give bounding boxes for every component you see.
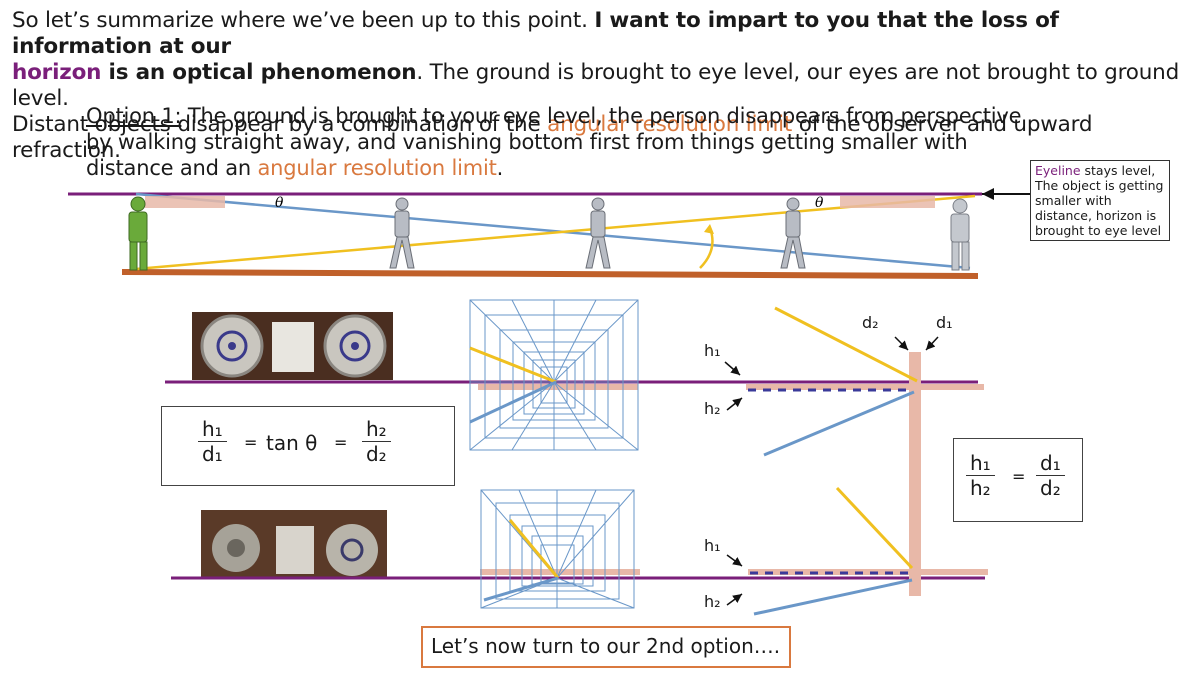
sightline-yellow-top — [135, 194, 976, 271]
equals-sign-2: = — [334, 433, 348, 452]
intro-line1-plain: So let’s summarize where we’ve been up t… — [12, 8, 595, 33]
fraction-h1-d1: h₁ d₁ — [198, 417, 227, 466]
next-option-callout: Let’s now turn to our 2nd option…. — [421, 626, 791, 668]
photo-thumbnail-2 — [201, 510, 387, 578]
label-d1: d₁ — [936, 313, 953, 332]
option-1-body: The ground is brought to your eye level,… — [86, 104, 1022, 180]
pink-band-bot-right — [748, 569, 988, 575]
tan-theta: tan θ — [266, 431, 318, 455]
intro-line1-bold: I want to impart to you that the loss of… — [12, 8, 1059, 59]
ground-line-top — [121, 269, 979, 279]
perspective-grid-top — [469, 299, 639, 451]
h1-arrow-bottom — [726, 554, 743, 567]
label-h1-bottom: h₁ — [704, 536, 721, 555]
pink-band-mid-left — [478, 384, 638, 390]
fraction-d2-den-2: d₂ — [1040, 476, 1061, 500]
person-figure-3 — [585, 197, 611, 269]
note-eyeline-word: Eyeline — [1035, 163, 1081, 178]
option-1-text: Option 1: The ground is brought to your … — [86, 103, 1026, 181]
intro-line2-bold: is an optical phenomenon — [101, 60, 417, 85]
person-figure-5 — [950, 198, 970, 271]
grid-sightline-blue-bottom — [483, 576, 559, 602]
fraction-d1-d2: d₁ d₂ — [1036, 451, 1065, 500]
fraction-h1-num: h₁ — [198, 417, 227, 442]
fraction-h2-d2: h₂ d₂ — [362, 417, 391, 466]
person-figure-4 — [780, 197, 806, 269]
fraction-d2-den: d₂ — [365, 442, 387, 466]
right-sightline-yellow-top — [774, 306, 918, 383]
label-d2: d₂ — [862, 313, 879, 332]
theta-label-left: θ — [275, 195, 284, 211]
h2-arrow-bottom — [726, 593, 743, 606]
fraction-h1-h2: h₁ h₂ — [966, 451, 995, 500]
option-1-end: . — [496, 156, 504, 180]
right-sightline-blue-top — [763, 390, 915, 457]
h2-arrow-middle — [726, 397, 743, 411]
label-h2-bottom: h₂ — [704, 592, 721, 611]
fraction-h1-num-2: h₁ — [966, 451, 995, 476]
eyeline-note: Eyeline stays level, The object is getti… — [1030, 160, 1170, 241]
theta-wedge-left — [145, 196, 225, 208]
intro-line3-b: of the observer and upward refraction. — [12, 112, 1093, 163]
d2-arrow — [894, 336, 909, 351]
theta-label-right: θ — [815, 195, 824, 211]
equals-sign-3: = — [1012, 467, 1026, 486]
equation-box-tan: h₁ d₁ = tan θ = h₂ d₂ — [161, 406, 455, 486]
refraction-arrowhead — [704, 224, 714, 234]
pink-band-mid-right — [746, 384, 984, 390]
label-h2-middle: h₂ — [704, 399, 721, 418]
person-figure-1 — [128, 196, 148, 271]
label-h1-middle: h₁ — [704, 341, 721, 360]
d1-arrow — [925, 336, 939, 351]
option-1-label: Option 1: — [86, 104, 182, 128]
refraction-arrow — [699, 227, 714, 269]
h1-arrow-middle — [724, 361, 741, 376]
grid-sightline-yellow-top — [469, 346, 557, 384]
grid-sightline-yellow-bottom — [508, 519, 560, 579]
fraction-d1-num-2: d₁ — [1036, 451, 1065, 476]
intro-line3-a: Distant objects disappear by a combinati… — [12, 112, 548, 137]
intro-line2-rest: . The ground is brought to eye level, ou… — [12, 60, 1180, 111]
fraction-h2-num: h₂ — [362, 417, 391, 442]
perspective-grid-bottom — [480, 489, 635, 609]
option-1-angular-limit: angular resolution limit — [257, 156, 497, 180]
right-sightline-yellow-bottom — [835, 486, 914, 570]
fraction-d1-den: d₁ — [201, 442, 223, 466]
vertical-pink-bar — [909, 352, 921, 596]
intro-angular-limit: angular resolution limit — [547, 112, 793, 137]
equals-sign-1: = — [244, 433, 258, 452]
theta-wedge-right — [840, 196, 935, 208]
note-text: stays level, The object is getting small… — [1035, 163, 1164, 238]
grid-sightline-blue-top — [469, 380, 557, 424]
equation-box-ratio: h₁ h₂ = d₁ d₂ — [953, 438, 1083, 522]
fraction-h2-den-2: h₂ — [970, 476, 991, 500]
photo-thumbnail-1 — [192, 312, 393, 380]
right-sightline-blue-bottom — [753, 578, 913, 616]
intro-paragraph: So let’s summarize where we’ve been up t… — [12, 8, 1192, 164]
sightline-blue-top — [135, 192, 971, 270]
intro-horizon-word: horizon — [12, 60, 102, 85]
person-figure-2 — [389, 197, 415, 269]
